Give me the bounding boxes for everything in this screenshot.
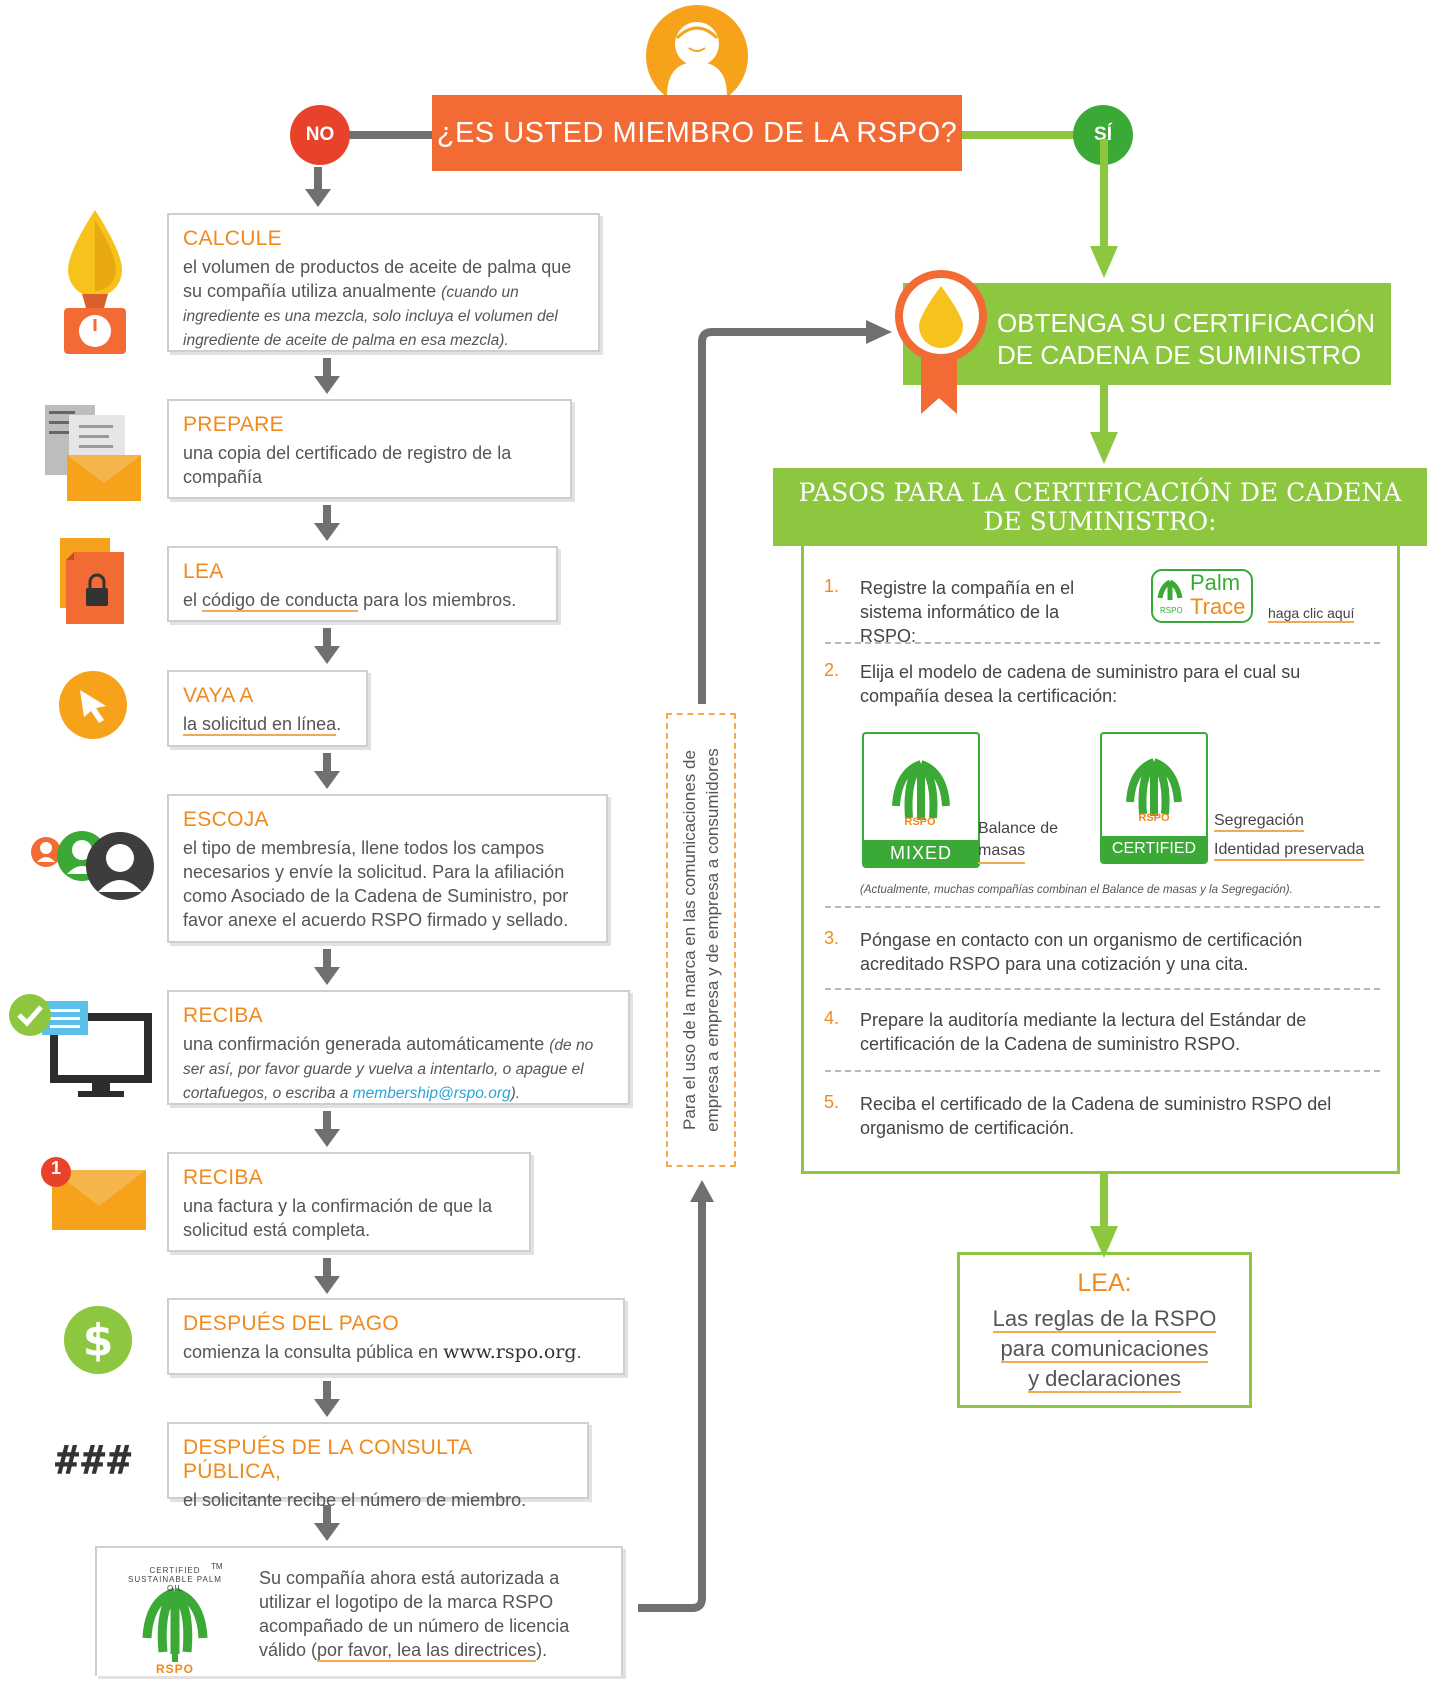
brand-use-note: Para el uso de la marca en las comunicac… <box>666 713 736 1167</box>
step-calculate: CALCULE el volumen de productos de aceit… <box>167 213 600 352</box>
communication-rules-link[interactable]: Las reglas de la RSPO para comunicacione… <box>992 1306 1217 1393</box>
arrow-down-icon <box>314 949 340 985</box>
step-title: RECIBA <box>183 1004 263 1027</box>
arrow-down-icon <box>314 1505 340 1541</box>
final-authorization-box: CERTIFIED SUSTAINABLE PALM OIL TM RSPO S… <box>95 1546 623 1676</box>
scale-oil-drop-icon <box>64 210 126 354</box>
guidelines-link[interactable]: por favor, lea las directrices <box>317 1640 537 1662</box>
step-title: CALCULE <box>183 227 282 250</box>
step-choose: ESCOJA el tipo de membresía, llene todos… <box>167 794 608 943</box>
locked-document-icon <box>60 538 124 624</box>
step-after-public-consultation: DESPUÉS DE LA CONSULTA PÚBLICA, el solic… <box>167 1422 589 1510</box>
segregation-link[interactable]: Segregación <box>1214 812 1304 832</box>
read-rules-box: LEA: Las reglas de la RSPO para comunica… <box>957 1252 1252 1408</box>
step-go-to: VAYA A la solicitud en línea. <box>167 670 368 747</box>
step-title: ESCOJA <box>183 808 269 831</box>
members-group-icon <box>31 831 154 900</box>
arrow-down-icon <box>314 628 340 664</box>
models-note: (Actualmente, muchas compañías combinan … <box>860 884 1293 896</box>
step-text: una factura y la confirmación de que la … <box>183 1196 493 1240</box>
arrow-down-icon <box>314 1258 340 1294</box>
mail-notification-icon <box>41 1157 146 1230</box>
step-title: LEA <box>183 560 224 583</box>
membership-question-banner: ¿ES USTED MIEMBRO DE LA RSPO? <box>432 95 962 171</box>
return-arrow <box>638 320 892 1612</box>
identity-preserved-link[interactable]: Identidad preservada <box>1214 841 1365 861</box>
step-title: VAYA A <box>183 684 254 707</box>
documents-envelope-icon <box>45 405 141 501</box>
cursor-icon[interactable] <box>58 670 128 740</box>
arrow-down-icon <box>1090 1226 1118 1258</box>
step-after-payment: DESPUÉS DEL PAGO comienza la consulta pú… <box>167 1298 625 1375</box>
svg-text:$: $ <box>83 1315 114 1366</box>
hash-icon: ### <box>55 1438 134 1484</box>
step-receive-confirmation: RECIBA una confirmación generada automát… <box>167 990 630 1105</box>
arrow-down-icon <box>314 1381 340 1417</box>
step-text: una copia del certificado de registro de… <box>183 443 512 487</box>
rspo-logo: CERTIFIED SUSTAINABLE PALM OIL TM RSPO <box>128 1562 223 1676</box>
notification-count: 1 <box>50 1158 61 1178</box>
step-title: DESPUÉS DE LA CONSULTA PÚBLICA, <box>183 1436 472 1483</box>
arrow-down-icon <box>1090 246 1118 278</box>
arrow-down-icon <box>314 1111 340 1147</box>
membership-question: ¿ES USTED MIEMBRO DE LA RSPO? <box>436 116 958 149</box>
arrow-down-icon <box>314 505 340 541</box>
ribbon-oil-drop-icon <box>895 270 987 414</box>
membership-email-link[interactable]: membership@rspo.org <box>352 1085 511 1102</box>
palmtrace-link[interactable]: haga clic aquí <box>1268 605 1355 623</box>
step-receive-invoice: RECIBA una factura y la confirmación de … <box>167 1152 531 1252</box>
arrow-down-icon <box>314 753 340 789</box>
certification-banner: OBTENGA SU CERTIFICACIÓN DE CADENA DE SU… <box>903 283 1391 385</box>
no-badge[interactable]: NO <box>290 105 350 165</box>
read-rules-title: LEA: <box>1077 1269 1132 1297</box>
mixed-badge: RSPO MIXED <box>862 732 980 868</box>
step-read-code: LEA el código de conducta para los miemb… <box>167 546 558 622</box>
monitor-check-icon <box>9 994 152 1097</box>
dollar-icon: $ <box>64 1306 132 1374</box>
person-icon <box>645 4 749 108</box>
step-title: DESPUÉS DEL PAGO <box>183 1312 400 1335</box>
step-title: PREPARE <box>183 413 284 436</box>
step-text: el solicitante recibe el número de miemb… <box>183 1490 527 1510</box>
palmtrace-logo[interactable]: Palm Trace RSPO <box>1146 568 1256 624</box>
mass-balance-link[interactable]: Balance de masas <box>978 818 1058 864</box>
step-title: RECIBA <box>183 1166 263 1189</box>
code-of-conduct-link[interactable]: código de conducta <box>202 590 359 612</box>
step-note: (cuando un ingrediente es una mezcla, so… <box>183 284 558 349</box>
step-prepare: PREPARE una copia del certificado de reg… <box>167 399 572 499</box>
certification-title: OBTENGA SU CERTIFICACIÓN DE CADENA DE SU… <box>997 308 1376 370</box>
online-application-link[interactable]: la solicitud en línea <box>183 714 337 736</box>
step-text: el volumen de productos de aceite de pal… <box>183 257 572 301</box>
steps-header: PASOS PARA LA CERTIFICACIÓN DE CADENA DE… <box>773 468 1427 546</box>
arrow-down-icon <box>1090 432 1118 464</box>
arrow-down-icon <box>314 358 340 394</box>
rspo-website-link[interactable]: www.rspo.org <box>443 1341 577 1363</box>
arrow-down-icon <box>305 167 331 207</box>
certified-badge: RSPO CERTIFIED <box>1100 732 1208 864</box>
step-text: el tipo de membresía, llene todos los ca… <box>183 838 569 930</box>
